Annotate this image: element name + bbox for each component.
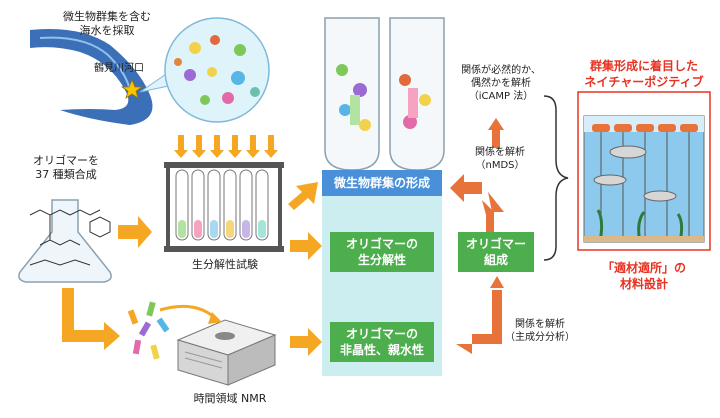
orange-arrows-icon xyxy=(450,118,504,354)
test-tube-rack-icon xyxy=(164,162,284,252)
nmr-instrument-icon xyxy=(176,319,277,386)
curve-arrow-icon xyxy=(159,304,217,320)
biodegradability-box: オリゴマーの 生分解性 xyxy=(330,232,434,272)
nmr-label: 時間領域 NMR xyxy=(193,392,267,405)
oligomer-composition-box: オリゴマー 組成 xyxy=(458,232,534,272)
red-frame xyxy=(577,91,711,251)
down-arrows-icon xyxy=(174,135,278,158)
amorphous-hydrophilic-box: オリゴマーの 非晶性、親水性 xyxy=(330,322,434,362)
curve-arrowhead-icon xyxy=(208,312,222,324)
river-icon xyxy=(30,29,153,125)
pca-label: 関係を解析 （主成分分析） xyxy=(505,319,575,343)
aquarium-icon xyxy=(583,115,705,243)
biodeg-test-label: 生分解性試験 xyxy=(192,258,258,271)
sample-pieces-icon xyxy=(127,301,170,360)
microbe-bubble-icon xyxy=(139,17,270,123)
culture-tubes-icon xyxy=(324,17,445,171)
nature-positive-title: 群集形成に着目した ネイチャーポジティブ xyxy=(584,59,704,89)
brace-icon xyxy=(543,95,569,261)
star-icon xyxy=(120,78,144,99)
oligomer-synth-label: オリゴマーを 37 種類合成 xyxy=(33,154,99,181)
river-mouth-label: 鶴見川河口 xyxy=(94,63,144,74)
seawater-label: 微生物群集を含む 海水を採取 xyxy=(63,10,151,37)
community-formation-box: 微生物群集の形成 xyxy=(322,170,442,196)
flask-molecule-icon xyxy=(18,199,112,283)
material-design-title: 「適材適所」の 材料設計 xyxy=(601,261,686,291)
nmds-label: 関係を解析 （nMDS） xyxy=(475,147,525,171)
icamp-label: 関係が必然的か、 偶然かを解析 （iCAMP 法） xyxy=(461,65,541,102)
yellow-arrows-icon xyxy=(62,182,322,356)
